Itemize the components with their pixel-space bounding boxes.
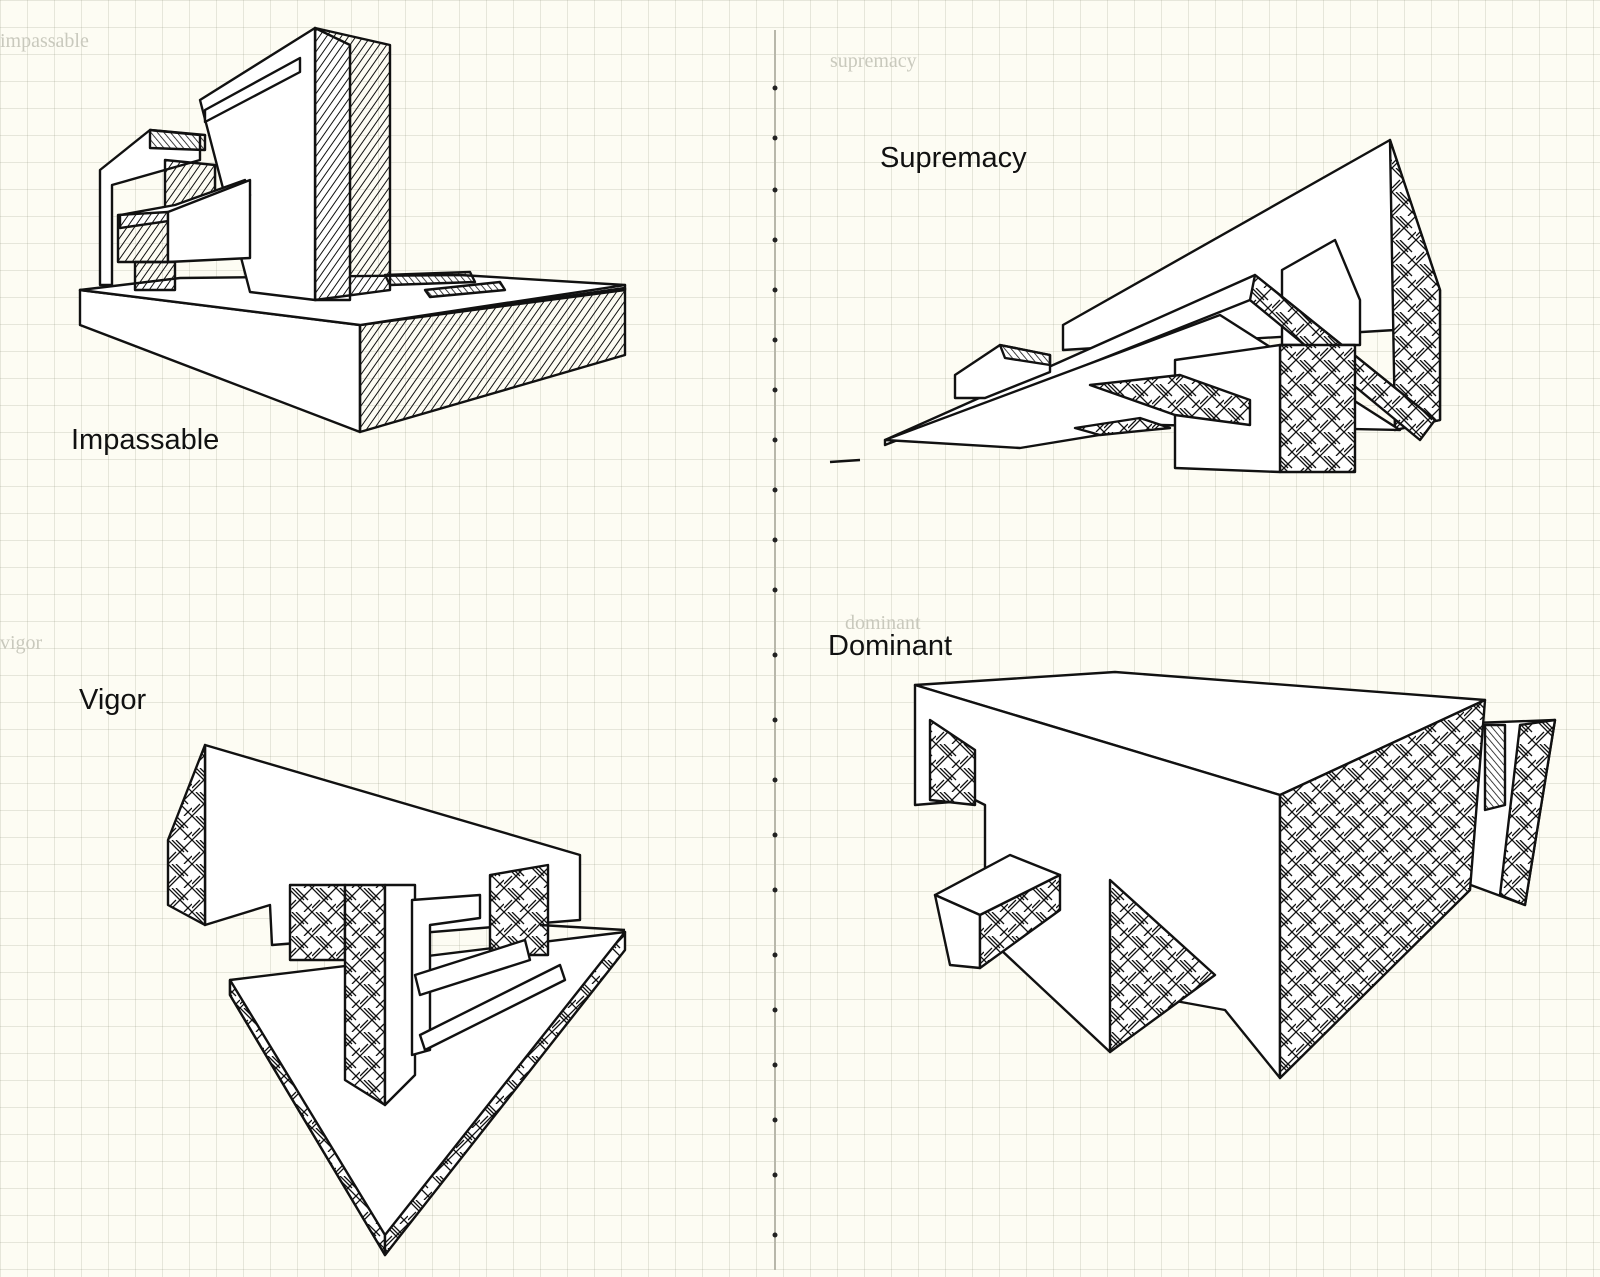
label-supremacy: Supremacy [880, 142, 1027, 174]
pencil-note-dominant: dominant [845, 612, 921, 634]
pencil-note-impassable: impassable [0, 30, 89, 52]
label-dominant: Dominant [828, 630, 953, 662]
pencil-note-supremacy: supremacy [830, 50, 917, 72]
label-vigor: Vigor [79, 684, 147, 716]
notebook-binding [772, 30, 778, 1270]
impassable-sketch [78, 26, 627, 434]
supremacy-sketch [829, 138, 1442, 474]
vigor-sketch [166, 743, 627, 1257]
dominant-sketch [913, 670, 1557, 1080]
label-impassable: Impassable [71, 424, 220, 456]
pencil-note-vigor: vigor [0, 632, 43, 654]
